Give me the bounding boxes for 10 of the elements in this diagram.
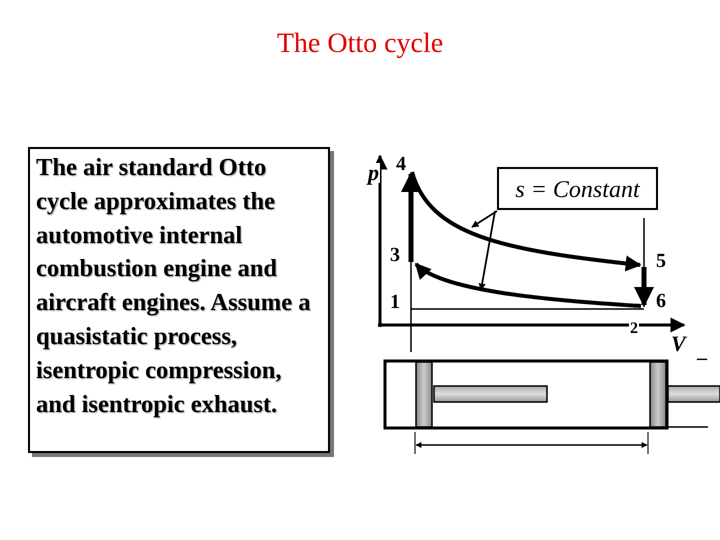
leader-line <box>471 210 498 228</box>
title: The Otto cycle <box>276 28 444 60</box>
compression-curve <box>414 262 642 308</box>
callout-box: s = Constant <box>497 167 658 210</box>
leader-line <box>478 210 496 291</box>
axis-label: p <box>367 163 380 183</box>
process-arrow <box>401 172 421 262</box>
axis-label: V <box>670 334 687 354</box>
expansion-curve <box>410 171 642 272</box>
process-arrow <box>634 267 654 307</box>
